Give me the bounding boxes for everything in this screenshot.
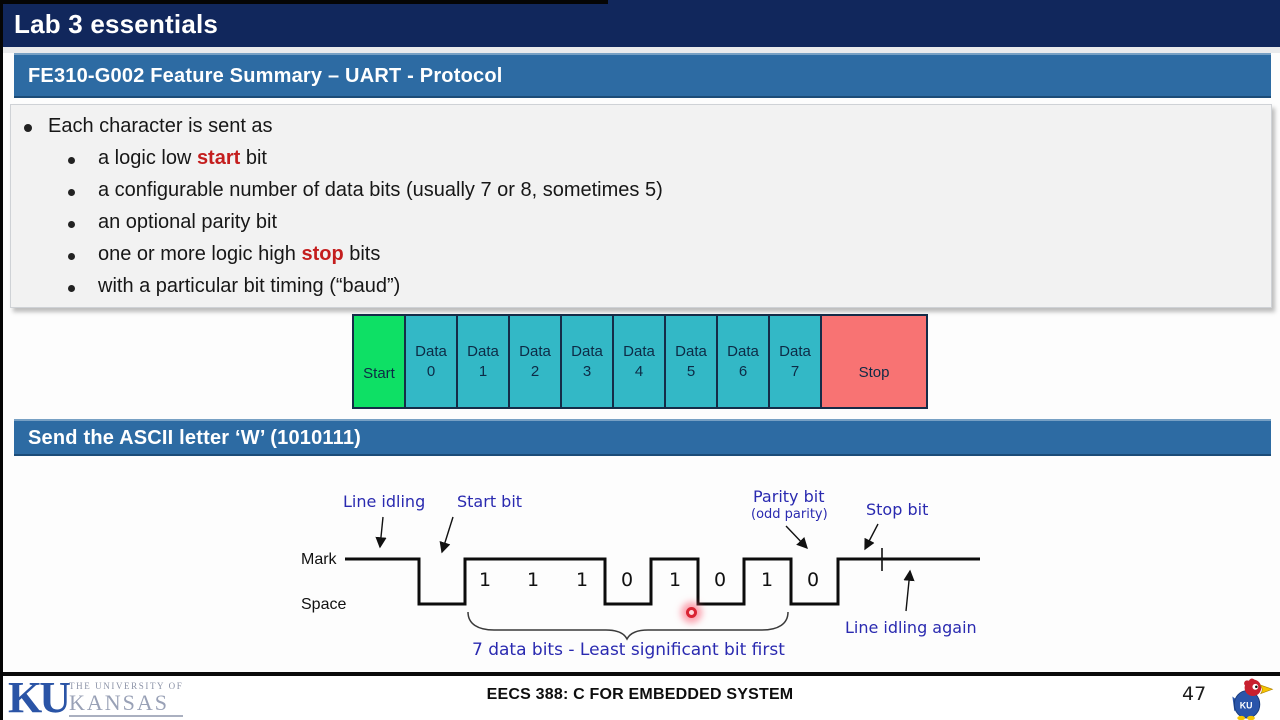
data-bits-caption: 7 data bits - Least significant bit firs…: [472, 640, 785, 660]
bullet-sub-5: with a particular bit timing (“baud”): [98, 275, 401, 297]
bullet-sub-3: an optional parity bit: [98, 211, 278, 233]
video-border-left: [0, 0, 3, 720]
stop-bit-label: Stop bit: [866, 500, 929, 519]
parity-bit-label: Parity bit: [753, 487, 825, 506]
bit-value-7: 0: [806, 569, 820, 591]
page-number: 47: [1182, 683, 1207, 705]
bullet-dot: [68, 157, 75, 164]
mark-label: Mark: [301, 551, 337, 568]
university-name-block: THE UNIVERSITY OF KANSAS: [69, 681, 184, 717]
bit-value-5: 0: [713, 569, 727, 591]
bullet-sub-1: a logic low start bit: [98, 147, 267, 169]
section-header-ascii-text: Send the ASCII letter ‘W’ (1010111): [28, 427, 362, 449]
bullet-dot: [68, 285, 75, 292]
frame-cell-stop: Stop: [820, 314, 928, 409]
stop-bit-arrow: [864, 523, 879, 551]
course-title: EECS 388: C FOR EMBEDDED SYSTEM: [486, 686, 794, 703]
bit-value-2: 1: [575, 569, 589, 591]
start-bit-label: Start bit: [457, 492, 523, 511]
bit-value-3: 0: [620, 569, 634, 591]
start-bit-arrow: [439, 516, 454, 554]
bullet-dot: [68, 221, 75, 228]
frame-cell-start: Start: [352, 314, 406, 409]
footer-divider: [0, 672, 1280, 676]
start-keyword: start: [196, 147, 241, 169]
bit-value-4: 1: [668, 569, 682, 591]
bullet-dot: [68, 189, 75, 196]
stop-keyword: stop: [301, 243, 344, 265]
line-idling-label: Line idling: [343, 492, 426, 511]
bit-value-0: 1: [478, 569, 492, 591]
bit-value-1: 1: [526, 569, 540, 591]
parity-note-label: (odd parity): [751, 507, 828, 522]
section-header-protocol: FE310-G002 Feature Summary – UART - Prot…: [14, 53, 1271, 98]
section-header-protocol-text: FE310-G002 Feature Summary – UART - Prot…: [28, 65, 503, 87]
bullet-main: Each character is sent as: [48, 115, 273, 138]
ku-wordmark: KU: [8, 673, 71, 720]
jayhawk-logo-icon: KU: [1232, 678, 1274, 720]
line-idling-arrow: [375, 516, 387, 549]
bullet-dot: [24, 124, 32, 132]
uart-signal-line: [345, 557, 980, 606]
video-border-top: [0, 0, 608, 4]
slide-title-bar: Lab 3 essentials: [0, 0, 1280, 47]
bullet-sub-4: one or more logic high stop bits: [98, 243, 381, 265]
space-label: Space: [301, 596, 347, 613]
slide-title: Lab 3 essentials: [14, 9, 219, 39]
line-idling-again-label: Line idling again: [845, 618, 977, 637]
svg-text:KU: KU: [1240, 700, 1253, 710]
bit-value-6: 1: [760, 569, 774, 591]
university-line1: THE UNIVERSITY OF: [69, 681, 184, 691]
title-divider: [0, 47, 1280, 53]
university-line2: KANSAS: [69, 691, 184, 717]
section-header-ascii: Send the ASCII letter ‘W’ (1010111): [14, 419, 1271, 456]
data-bits-brace: [467, 611, 789, 641]
bullet-panel: [10, 104, 1272, 308]
bullet-main-text: Each character is sent as: [48, 115, 273, 137]
line-idling-again-arrow: [903, 569, 915, 612]
bullet-dot: [68, 253, 75, 260]
footer-bar: KU THE UNIVERSITY OF KANSAS EECS 388: C …: [0, 673, 1280, 720]
laser-pointer-dot: [686, 607, 697, 618]
parity-bit-arrow: [785, 525, 808, 550]
bullet-sub-2: a configurable number of data bits (usua…: [98, 179, 663, 201]
